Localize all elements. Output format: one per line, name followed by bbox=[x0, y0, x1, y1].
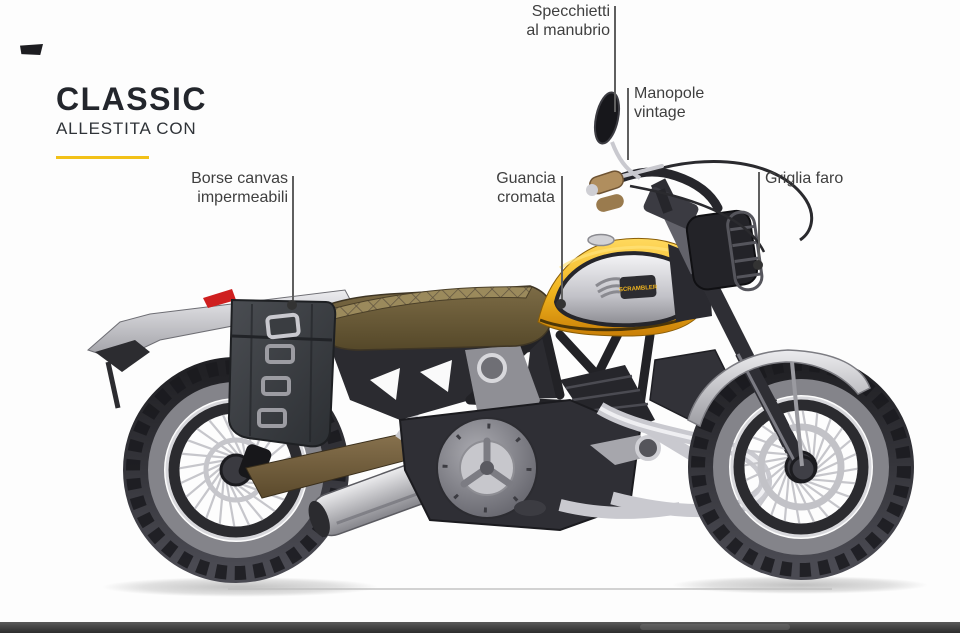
callout-label-guancia: Guancia cromata bbox=[496, 170, 556, 206]
callout-label-borse: Borse canvas impermeabili bbox=[191, 170, 288, 206]
callout-label-manopole: Manopole vintage bbox=[634, 85, 705, 121]
callout-line-borse bbox=[292, 176, 294, 303]
fuel-tank: SCRAMBLER bbox=[537, 233, 712, 337]
corner-mark bbox=[20, 44, 43, 55]
engine bbox=[398, 365, 661, 532]
front-fender bbox=[687, 349, 871, 467]
headlight bbox=[685, 209, 764, 292]
canvas-saddlebag bbox=[227, 298, 337, 448]
front-fork-lower bbox=[735, 348, 817, 483]
headlight-grille bbox=[726, 210, 764, 292]
fuel-cap bbox=[587, 233, 615, 247]
handlebar-mirror bbox=[593, 91, 642, 180]
page-subtitle: ALLESTITA CON bbox=[56, 119, 197, 138]
callout-label-specchietti: Specchietti al manubrio bbox=[526, 3, 610, 39]
page-title: CLASSIC bbox=[56, 81, 207, 117]
svg-text:SCRAMBLER: SCRAMBLER bbox=[619, 285, 658, 294]
title-block: CLASSIC ALLESTITA CON bbox=[56, 82, 207, 139]
bottom-bar-smudge bbox=[640, 624, 790, 630]
accent-underline bbox=[56, 156, 149, 159]
scrambler-badge: SCRAMBLER bbox=[595, 275, 658, 299]
front-wheel bbox=[698, 364, 904, 570]
handlebar bbox=[586, 91, 814, 253]
callout-line-manopole bbox=[627, 88, 629, 160]
clutch-cover bbox=[436, 417, 538, 519]
callout-dot-borse bbox=[287, 300, 297, 310]
callout-dot-griglia bbox=[753, 260, 763, 270]
callout-line-griglia bbox=[758, 172, 760, 262]
callout-label-griglia: Griglia faro bbox=[765, 170, 844, 187]
ground-shadow bbox=[102, 576, 928, 597]
seat bbox=[317, 285, 554, 351]
callout-line-guancia bbox=[561, 176, 563, 302]
tail-light bbox=[203, 289, 236, 308]
vintage-grips bbox=[586, 170, 624, 212]
callout-line-specchietti bbox=[614, 6, 616, 112]
callout-dot-guancia bbox=[556, 299, 566, 309]
bottom-bar bbox=[0, 622, 960, 633]
